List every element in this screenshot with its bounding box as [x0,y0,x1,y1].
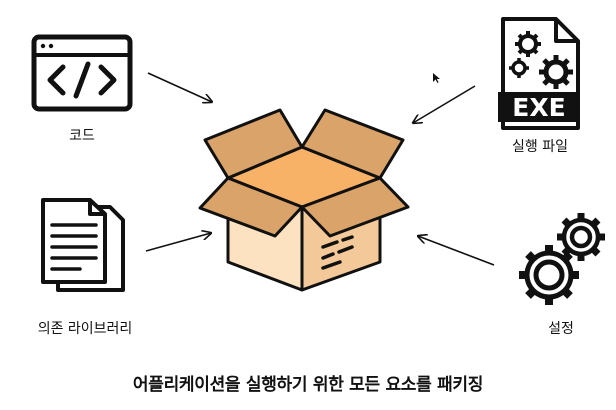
label-settings: 설정 [548,321,574,337]
arrow-exe [413,85,476,123]
diagram-caption: 어플리케이션을 실행하기 위한 모든 요소를 패키징 [132,375,484,395]
label-dependencies: 의존 라이브러리 [37,321,133,337]
code-icon [31,34,133,112]
exe-label: EXE [512,93,565,122]
document-icon [41,198,125,292]
label-code: 코드 [69,128,95,144]
arrow-code [147,72,212,102]
exe-file-icon: EXE [498,17,580,130]
arrows [145,72,495,266]
label-executable: 실행 파일 [512,139,568,155]
gears-icon [519,213,605,305]
cursor-icon [433,73,440,83]
arrow-dependencies [145,233,211,252]
arrow-settings [418,236,495,266]
box-icon [198,108,410,292]
